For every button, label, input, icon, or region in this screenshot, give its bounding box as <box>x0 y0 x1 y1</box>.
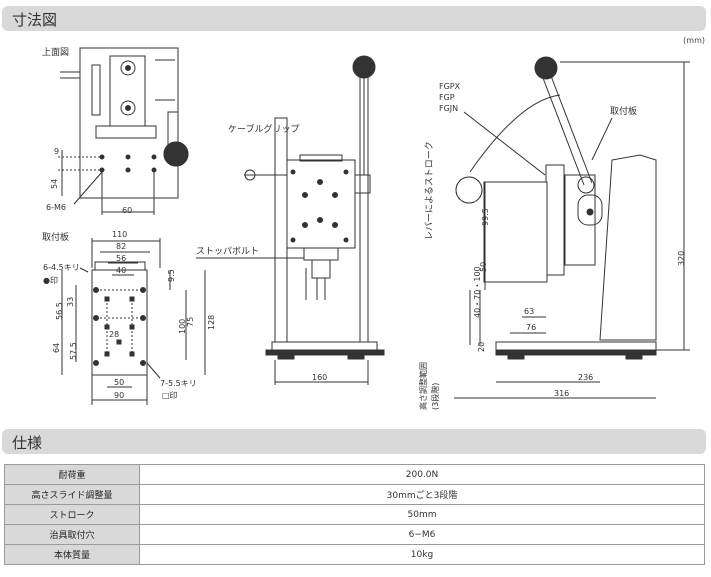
plate-holes-b-mark: □印 <box>162 391 178 400</box>
side-lever-stroke: レバーによるストローク <box>424 141 435 240</box>
front-view-drawing <box>196 55 385 385</box>
side-dim-20: 20 <box>477 342 486 352</box>
side-dim-76: 76 <box>526 323 536 332</box>
plate-dim-75: 75 <box>186 317 195 327</box>
plate-dim-90: 90 <box>114 391 124 400</box>
dimensions-section-header: 寸法図 <box>2 6 706 31</box>
plate-dim-28: 28 <box>109 330 119 339</box>
side-dim-99-5: 99.5 <box>481 208 490 226</box>
spec-row: 本体質量 10kg <box>4 544 705 565</box>
top-holes-label: 6-M6 <box>46 203 66 212</box>
plate-dim-110: 110 <box>112 230 127 239</box>
spec-label: 高さスライド調整量 <box>4 484 140 505</box>
plate-dim-33: 33 <box>66 297 75 307</box>
spec-value: 200.0N <box>139 464 705 485</box>
plate-dim-100: 100 <box>178 319 187 334</box>
top-dim-54: 54 <box>50 179 59 189</box>
spec-label: 治具取付穴 <box>4 524 140 545</box>
side-plate-label: 取付板 <box>610 105 637 117</box>
cable-grip-label: ケーブルグリップ <box>228 123 299 135</box>
spec-label: 本体質量 <box>4 544 140 565</box>
stopper-bolt-label: ストッパボルト <box>196 246 259 257</box>
side-model-2: FGJN <box>439 104 458 113</box>
spec-table: 耐荷重 200.0N 高さスライド調整量 30mmごと3段階 ストローク 50m… <box>4 464 705 565</box>
dimension-drawing: 上面図 9 54 60 6-M6 取付板 110 82 56 40 6-4.5キ… <box>42 47 690 410</box>
top-dim-9: 9 <box>54 147 59 156</box>
side-dim-40-70-100: 40・70・100 <box>473 266 482 318</box>
side-dim-236: 236 <box>578 373 593 382</box>
unit-label: (mm) <box>683 36 705 45</box>
front-dim-160: 160 <box>312 373 327 382</box>
plate-dim-56: 56 <box>116 254 126 263</box>
spec-label: 耐荷重 <box>4 464 140 485</box>
side-dim-63: 63 <box>524 307 534 316</box>
plate-holes-b: 7-5.5キリ <box>160 379 197 388</box>
spec-value: 6−M6 <box>139 524 705 545</box>
plate-holes-a-mark: ●印 <box>43 276 58 285</box>
top-dim-60: 60 <box>122 206 132 215</box>
spec-value: 50mm <box>139 504 705 525</box>
side-dim-316: 316 <box>554 389 569 398</box>
plate-dim-82: 82 <box>116 242 126 251</box>
specs-section-title: 仕様 <box>12 434 43 452</box>
top-view-title: 上面図 <box>42 47 69 58</box>
spec-row: ストローク 50mm <box>4 504 705 525</box>
specs-section-header: 仕様 <box>2 429 706 454</box>
spec-value: 30mmごと3段階 <box>139 484 705 505</box>
mount-plate-drawing <box>61 238 206 405</box>
plate-dim-128: 128 <box>207 315 216 330</box>
side-view-drawing <box>454 56 690 399</box>
side-dim-50: 50 <box>479 262 488 272</box>
side-dim-320: 320 <box>677 251 686 266</box>
spec-row: 治具取付穴 6−M6 <box>4 524 705 545</box>
side-height-range: 高さ調整範囲 <box>418 362 428 410</box>
plate-holes-a: 6-4.5キリ <box>43 263 80 272</box>
plate-dim-40: 40 <box>116 266 126 275</box>
side-height-steps: (3段階) <box>430 383 440 410</box>
plate-dim-57-5: 57.5 <box>69 342 78 360</box>
spec-row: 高さスライド調整量 30mmごと3段階 <box>4 484 705 505</box>
dimensions-section-title: 寸法図 <box>12 11 58 29</box>
spec-label: ストローク <box>4 504 140 525</box>
mount-plate-title: 取付板 <box>42 231 69 243</box>
plate-dim-64: 64 <box>52 343 61 353</box>
plate-dim-56-5: 56.5 <box>55 302 64 320</box>
plate-dim-50: 50 <box>114 378 124 387</box>
side-model-1: FGP <box>439 93 455 102</box>
side-model-0: FGPX <box>439 82 461 91</box>
plate-dim-9-5: 9.5 <box>167 269 176 282</box>
top-view-drawing <box>58 47 189 215</box>
spec-row: 耐荷重 200.0N <box>4 464 705 485</box>
spec-value: 10kg <box>139 544 705 565</box>
